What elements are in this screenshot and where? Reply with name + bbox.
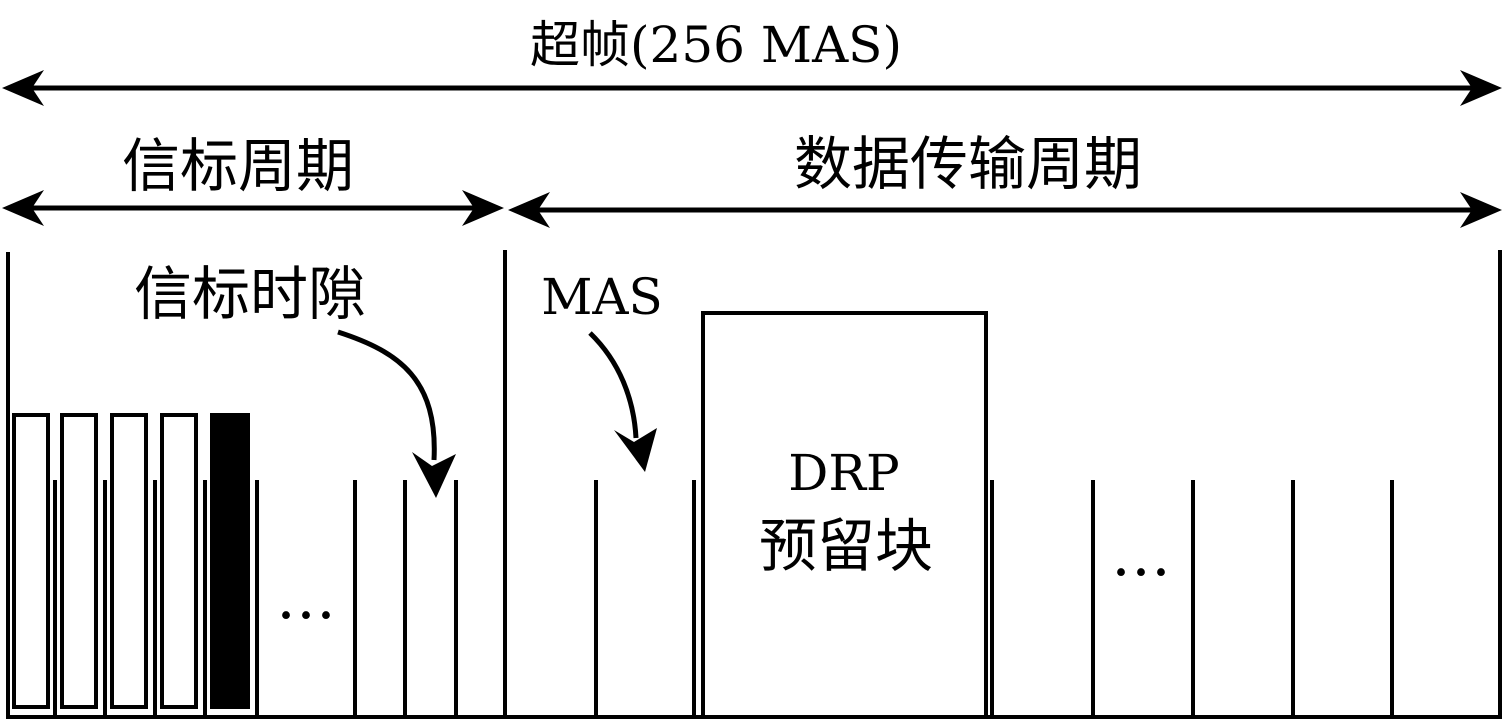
beacon-period-arrow [2,190,504,226]
drp-reservation-block [701,311,988,719]
arrowhead-left [2,190,44,226]
beacon-block [160,413,198,709]
beacon-slot-label: 信标时隙 [134,260,366,328]
mas-pointer-arrow [588,331,657,472]
arrowhead-right [1460,192,1502,228]
data-transfer-period-arrow [508,192,1502,228]
arrowhead-down [412,452,456,498]
superframe-label: 超帧(256 MAS) [530,16,902,74]
beacon-block-filled [210,413,250,709]
beacon-block [60,413,98,709]
beacon-ellipsis: … [276,563,336,633]
superframe-arrow [2,70,1502,106]
beacon-slot-pointer-arrow [337,329,456,498]
mas-dividers [594,480,1394,719]
beacon-blocks [12,413,250,709]
arrowhead-right [462,190,504,226]
drp-block-line2: 预留块 [759,512,933,580]
arrowhead-left [2,70,44,106]
mas-label: MAS [541,268,663,326]
data-period-ellipsis: … [1111,520,1171,590]
arrowhead-left [508,192,550,228]
data-transfer-period-label: 数据传输周期 [794,130,1142,198]
beacon-block [12,413,50,709]
beacon-period-label: 信标周期 [122,132,354,200]
beacon-block [110,413,148,709]
drp-block-line1: DRP [788,444,899,502]
arrowhead-down [614,428,657,472]
arrowhead-right [1460,70,1502,106]
beacon-slot-dividers [53,480,458,719]
